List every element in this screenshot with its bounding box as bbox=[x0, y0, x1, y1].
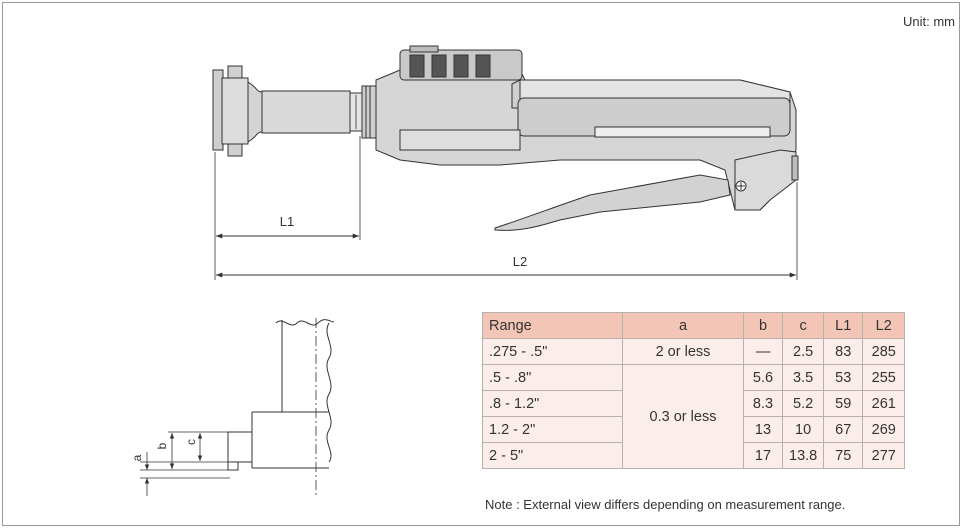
table-row: 1.2 - 2" 13 10 67 269 bbox=[482, 416, 906, 443]
cell-l2: 269 bbox=[862, 416, 906, 443]
cell-l2: 255 bbox=[862, 364, 906, 391]
header-range: Range bbox=[482, 312, 623, 339]
detail-dimensions bbox=[140, 431, 238, 496]
header-l1: L1 bbox=[823, 312, 864, 339]
unit-label: Unit: mm bbox=[903, 14, 955, 29]
cell-l2: 261 bbox=[862, 390, 906, 417]
extension-lines bbox=[214, 136, 798, 280]
grip-ribs bbox=[594, 126, 771, 138]
label-c: c bbox=[184, 439, 198, 445]
label-b: b bbox=[155, 442, 169, 449]
cell-l2: 277 bbox=[862, 442, 906, 469]
extension-rod bbox=[261, 90, 351, 134]
table-row: .275 - .5" 2 or less — 2.5 83 285 bbox=[482, 338, 906, 365]
cell-l1: 67 bbox=[823, 416, 864, 443]
cell-c: 3.5 bbox=[781, 364, 825, 391]
contact-tip bbox=[227, 431, 253, 463]
table-header-row: Range a b c L1 L2 bbox=[482, 312, 906, 339]
cell-range: 1.2 - 2" bbox=[482, 416, 623, 443]
head-lug-top bbox=[227, 65, 243, 79]
cell-b: 5.6 bbox=[743, 364, 783, 391]
cell-range: .275 - .5" bbox=[482, 338, 623, 365]
cell-range: 2 - 5" bbox=[482, 442, 623, 469]
cell-b: 8.3 bbox=[743, 390, 783, 417]
cell-a-merged: 0.3 or less bbox=[622, 364, 744, 469]
header-c: c bbox=[781, 312, 825, 339]
head-body bbox=[221, 77, 249, 145]
button-4 bbox=[475, 54, 491, 78]
dimension-L2: L2 bbox=[216, 254, 796, 278]
table-row: .8 - 1.2" 8.3 5.2 59 261 bbox=[482, 390, 906, 417]
label-a: a bbox=[130, 454, 144, 461]
cell-a: 2 or less bbox=[622, 338, 744, 365]
cell-range: .8 - 1.2" bbox=[482, 390, 623, 417]
head-lug-bottom bbox=[227, 143, 243, 157]
button-3 bbox=[453, 54, 469, 78]
spec-table: Range a b c L1 L2 .275 - .5" 2 or less —… bbox=[482, 312, 906, 469]
handle-rear bbox=[734, 149, 797, 211]
cell-c: 13.8 bbox=[781, 442, 825, 469]
header-b: b bbox=[743, 312, 783, 339]
break-line-top bbox=[275, 319, 335, 326]
cell-l1: 53 bbox=[823, 364, 864, 391]
detail-section-view bbox=[227, 318, 335, 495]
head-neck bbox=[247, 81, 263, 143]
button-2 bbox=[431, 54, 447, 78]
cell-c: 5.2 bbox=[781, 390, 825, 417]
cell-c: 10 bbox=[781, 416, 825, 443]
cell-b: 17 bbox=[743, 442, 783, 469]
table-row: 2 - 5" 17 13.8 75 277 bbox=[482, 442, 906, 469]
cell-range: .5 - .8" bbox=[482, 364, 623, 391]
cell-l2: 285 bbox=[862, 338, 906, 365]
header-a: a bbox=[622, 312, 744, 339]
label-L1: L1 bbox=[280, 214, 294, 229]
label-L2: L2 bbox=[513, 254, 527, 269]
button-1 bbox=[409, 54, 425, 78]
header-l2: L2 bbox=[862, 312, 906, 339]
connector bbox=[361, 85, 377, 139]
dimension-L1: L1 bbox=[216, 214, 359, 239]
lever bbox=[494, 174, 731, 231]
break-line-right bbox=[326, 322, 332, 463]
cell-b: 13 bbox=[743, 416, 783, 443]
footnote: Note : External view differs depending o… bbox=[485, 497, 846, 512]
cell-l1: 59 bbox=[823, 390, 864, 417]
cell-l1: 83 bbox=[823, 338, 864, 365]
cell-b: — bbox=[743, 338, 783, 365]
cell-l1: 75 bbox=[823, 442, 864, 469]
cell-c: 2.5 bbox=[781, 338, 825, 365]
table-row: .5 - .8" 0.3 or less 5.6 3.5 53 255 bbox=[482, 364, 906, 469]
bore-gauge-side-view bbox=[212, 45, 799, 231]
